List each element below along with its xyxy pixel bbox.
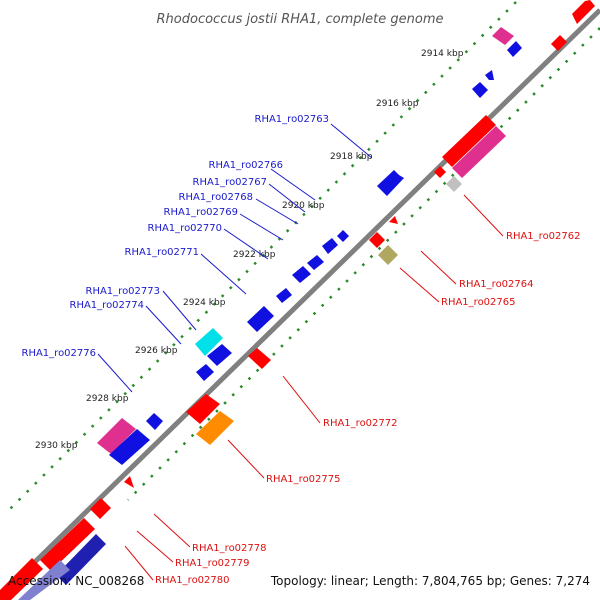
gene-arrow[interactable] bbox=[276, 288, 292, 303]
gene-arrow[interactable] bbox=[248, 348, 271, 369]
gene-label[interactable]: RHA1_ro02766 bbox=[209, 160, 284, 171]
gene-label[interactable]: RHA1_ro02763 bbox=[255, 114, 330, 125]
gene-arrow[interactable] bbox=[97, 418, 136, 454]
gene-label[interactable]: RHA1_ro02774 bbox=[70, 300, 145, 311]
kbp-label: 2918 kbp bbox=[330, 152, 373, 162]
gene-label[interactable]: RHA1_ro02772 bbox=[323, 418, 398, 429]
gene-label[interactable]: RHA1_ro02767 bbox=[193, 177, 268, 188]
leader-line bbox=[239, 213, 284, 241]
leader-line bbox=[330, 123, 373, 159]
leader-line bbox=[200, 253, 247, 295]
gene-label[interactable]: RHA1_ro02773 bbox=[86, 286, 161, 297]
gene-label[interactable]: RHA1_ro02779 bbox=[175, 558, 250, 569]
gene-label[interactable]: RHA1_ro02768 bbox=[179, 192, 254, 203]
leader-line bbox=[124, 545, 154, 581]
gene-arrow[interactable] bbox=[90, 498, 111, 519]
gene-arrow[interactable] bbox=[195, 328, 223, 356]
leader-line bbox=[145, 305, 182, 345]
gene-label[interactable]: RHA1_ro02780 bbox=[155, 575, 230, 586]
gene-label[interactable]: RHA1_ro02770 bbox=[148, 223, 223, 234]
gene-arrow[interactable] bbox=[307, 255, 324, 270]
genome-backbone bbox=[0, 8, 600, 598]
kbp-label: 2930 kbp bbox=[35, 441, 78, 451]
gene-arrow[interactable] bbox=[0, 558, 43, 600]
gene-arrow[interactable] bbox=[247, 306, 274, 332]
leader-line bbox=[223, 228, 269, 260]
accession-text: Accession: NC_008268 bbox=[8, 574, 144, 588]
kbp-label: 2922 kbp bbox=[233, 250, 276, 260]
gene-label[interactable]: RHA1_ro02769 bbox=[164, 207, 239, 218]
kbp-label: 2926 kbp bbox=[135, 346, 178, 356]
gene-label[interactable]: RHA1_ro02762 bbox=[506, 231, 581, 242]
leader-line bbox=[420, 250, 457, 285]
gene-arrow[interactable] bbox=[492, 27, 514, 45]
gene-arrow[interactable] bbox=[292, 266, 311, 283]
lower-tick-track bbox=[127, 27, 600, 501]
gene-arrow[interactable] bbox=[207, 344, 232, 366]
gene-arrow[interactable] bbox=[377, 170, 404, 196]
gene-arrow[interactable] bbox=[196, 364, 214, 381]
gene-arrow[interactable] bbox=[434, 166, 446, 178]
leader-line bbox=[270, 168, 316, 201]
kbp-label: 2928 kbp bbox=[86, 394, 129, 404]
gene-arrow[interactable] bbox=[40, 518, 95, 571]
gene-arrow[interactable] bbox=[551, 35, 567, 51]
gene-arrow[interactable] bbox=[186, 394, 220, 424]
leader-line bbox=[136, 530, 174, 563]
leader-line bbox=[255, 198, 299, 225]
gene-arrow[interactable] bbox=[472, 82, 488, 98]
gene-arrow[interactable] bbox=[572, 0, 595, 24]
gene-arrow[interactable] bbox=[322, 238, 338, 254]
gene-arrow[interactable] bbox=[442, 115, 496, 167]
gene-arrow[interactable] bbox=[109, 429, 150, 465]
gene-arrow[interactable] bbox=[452, 126, 506, 178]
gene-arrow[interactable] bbox=[196, 411, 234, 445]
gene-label[interactable]: RHA1_ro02778 bbox=[192, 543, 267, 554]
leader-line bbox=[268, 183, 306, 213]
leader-line bbox=[463, 194, 504, 237]
kbp-label: 2914 kbp bbox=[421, 49, 464, 59]
gene-arrow[interactable] bbox=[369, 232, 385, 248]
gene-label[interactable]: RHA1_ro02764 bbox=[459, 279, 534, 290]
leader-line bbox=[162, 290, 197, 331]
gene-arrow[interactable] bbox=[507, 41, 522, 57]
map-title: Rhodococcus jostii RHA1, complete genome bbox=[157, 12, 444, 27]
kbp-label: 2920 kbp bbox=[282, 201, 325, 211]
kbp-label: 2916 kbp bbox=[376, 99, 419, 109]
gene-arrow[interactable] bbox=[124, 476, 134, 488]
genome-summary-text: Topology: linear; Length: 7,804,765 bp; … bbox=[270, 574, 590, 588]
gene-arrow[interactable] bbox=[337, 230, 349, 242]
leader-line bbox=[97, 353, 133, 393]
leader-line bbox=[227, 439, 265, 479]
gene-label[interactable]: RHA1_ro02776 bbox=[22, 348, 97, 359]
leader-line bbox=[399, 267, 440, 303]
gene-arrow[interactable] bbox=[485, 70, 494, 80]
gene-label[interactable]: RHA1_ro02775 bbox=[266, 474, 341, 485]
gene-label[interactable]: RHA1_ro02765 bbox=[441, 297, 516, 308]
gene-arrow[interactable] bbox=[389, 216, 398, 224]
gene-arrow[interactable] bbox=[378, 245, 398, 265]
gene-arrow[interactable] bbox=[18, 560, 70, 600]
gene-arrow[interactable] bbox=[56, 534, 106, 585]
gene-arrow[interactable] bbox=[446, 176, 462, 192]
kbp-label: 2924 kbp bbox=[183, 298, 226, 308]
leader-line bbox=[282, 375, 321, 424]
gene-arrow[interactable] bbox=[146, 413, 163, 430]
leader-line bbox=[153, 513, 191, 548]
gene-label[interactable]: RHA1_ro02771 bbox=[125, 247, 200, 258]
